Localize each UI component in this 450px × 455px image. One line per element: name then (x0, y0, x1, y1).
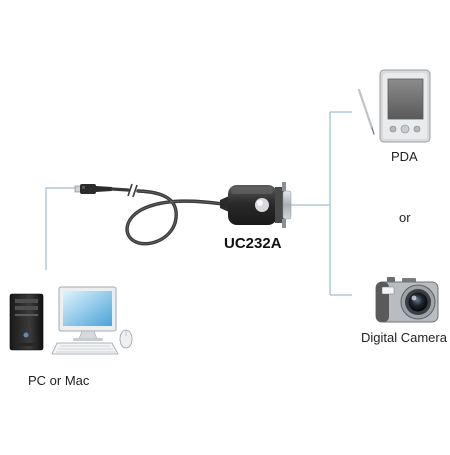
pda-icon (357, 69, 431, 143)
camera-label: Digital Camera (361, 330, 447, 345)
digital-camera-icon (375, 277, 439, 323)
usb-cable-icon (74, 183, 225, 246)
computer-label: PC or Mac (28, 373, 90, 388)
serial-adapter-icon (220, 182, 292, 228)
connector-lines (45, 111, 352, 296)
adapter-model-label: UC232A (224, 235, 282, 252)
pda-label: PDA (391, 149, 418, 164)
desktop-pc-icon (9, 286, 133, 355)
or-separator-label: or (399, 210, 411, 225)
